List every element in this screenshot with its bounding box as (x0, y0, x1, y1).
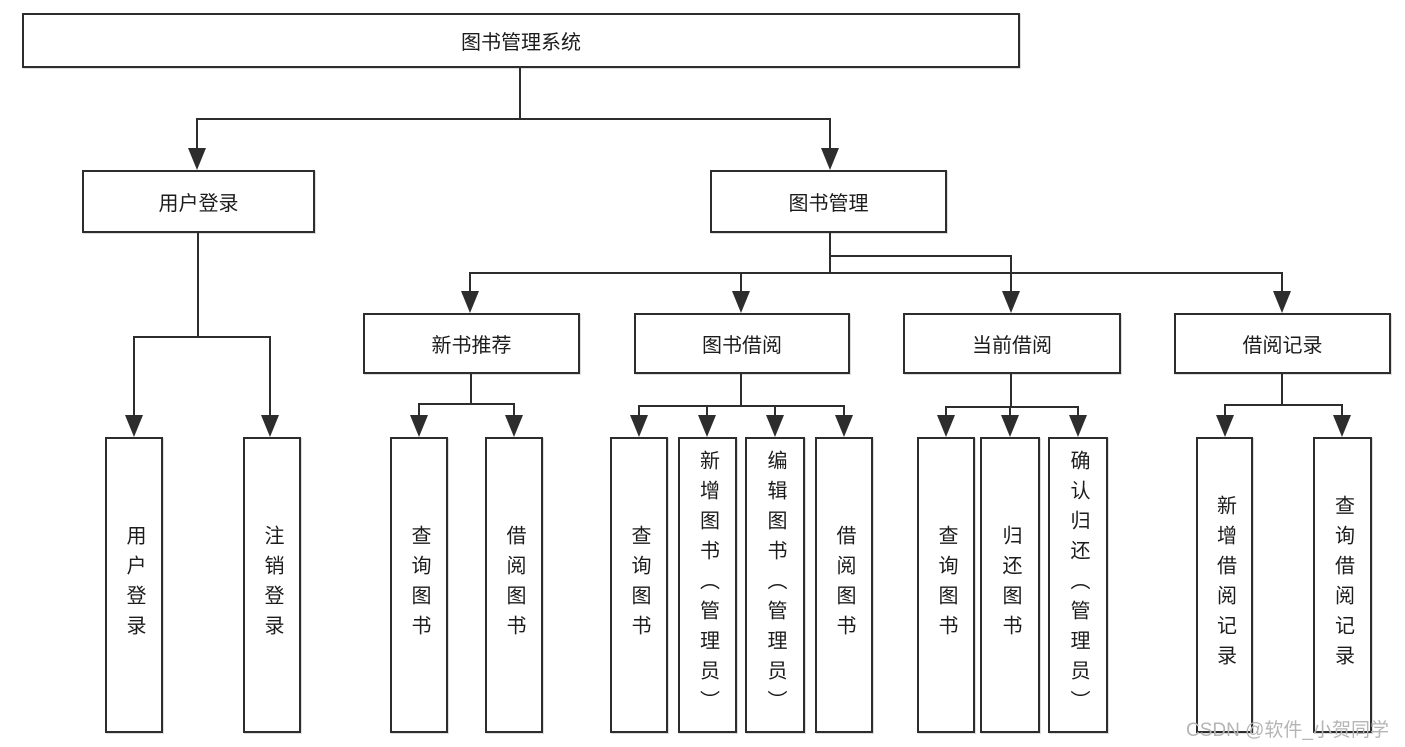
connector-line (519, 68, 521, 118)
connector-line (706, 405, 708, 418)
leaf-logout: 注销登录 (243, 437, 301, 733)
connector-line (740, 374, 742, 406)
node-label: 用户登录 (123, 525, 145, 645)
connector-line (469, 272, 1283, 274)
leaf-borrow-books: 借阅图书 (815, 437, 873, 733)
node-label: 图书借阅 (702, 335, 782, 357)
connector-line (843, 405, 845, 418)
leaf-return-book: 归还图书 (980, 437, 1040, 733)
node-label: 注销登录 (261, 525, 283, 645)
node-new-book-recommend: 新书推荐 (363, 313, 580, 374)
node-label: 当前借阅 (972, 335, 1052, 357)
connector-line (638, 405, 845, 407)
node-user-login: 用户登录 (82, 170, 315, 233)
node-label: 确认归还（管理员） (1067, 450, 1089, 720)
connector-line (829, 255, 1011, 257)
leaf-add-borrow-record: 新增借阅记录 (1196, 437, 1253, 733)
connector-line (470, 374, 472, 404)
node-borrowing-records: 借阅记录 (1174, 313, 1391, 374)
node-label: 归还图书 (999, 525, 1021, 645)
connector-line (1224, 404, 1226, 418)
arrowhead-down-icon (766, 415, 784, 437)
node-label: 查询图书 (408, 525, 430, 645)
leaf-borrow-books-recommend: 借阅图书 (485, 437, 543, 733)
connector-line (1009, 406, 1011, 418)
node-label: 图书管理系统 (461, 32, 581, 54)
connector-line (197, 233, 199, 336)
leaf-query-books-current: 查询图书 (917, 437, 975, 733)
node-book-borrowing: 图书借阅 (634, 313, 850, 374)
arrowhead-down-icon (1273, 291, 1291, 313)
connector-line (1281, 272, 1283, 294)
node-label: 借阅记录 (1242, 335, 1323, 357)
arrowhead-down-icon (821, 148, 839, 170)
arrowhead-down-icon (410, 415, 428, 437)
node-label: 新书推荐 (431, 335, 512, 357)
connector-line (774, 405, 776, 418)
arrowhead-down-icon (261, 415, 279, 437)
node-label: 用户登录 (158, 193, 239, 215)
connector-line (945, 406, 1079, 408)
connector-line (1010, 374, 1012, 407)
connector-line (418, 403, 420, 418)
node-label: 查询图书 (935, 525, 957, 645)
arrowhead-down-icon (505, 415, 523, 437)
connector-line (1281, 374, 1283, 405)
node-label: 新增借阅记录 (1213, 495, 1236, 675)
node-label: 图书管理 (788, 193, 869, 215)
connector-line (829, 118, 831, 150)
connector-line (740, 272, 742, 294)
connector-line (133, 336, 271, 338)
node-current-borrowing: 当前借阅 (903, 313, 1121, 374)
connector-line (829, 233, 831, 274)
arrowhead-down-icon (188, 148, 206, 170)
arrowhead-down-icon (1001, 415, 1019, 437)
arrowhead-down-icon (1002, 291, 1020, 313)
arrowhead-down-icon (630, 415, 648, 437)
leaf-query-books-borrowing: 查询图书 (610, 437, 668, 733)
connector-line (1010, 255, 1012, 294)
arrowhead-down-icon (1333, 415, 1351, 437)
arrowhead-down-icon (937, 415, 955, 437)
connector-line (196, 118, 831, 120)
connector-line (1224, 404, 1343, 406)
node-book-management: 图书管理 (710, 170, 947, 233)
node-root-library-system: 图书管理系统 (22, 13, 1020, 68)
node-label: 编辑图书（管理员） (764, 450, 786, 720)
arrowhead-down-icon (1216, 415, 1234, 437)
leaf-confirm-return-admin: 确认归还（管理员） (1048, 437, 1108, 733)
connector-line (133, 336, 135, 418)
arrowhead-down-icon (835, 415, 853, 437)
connector-line (945, 406, 947, 418)
connector-line (638, 405, 640, 418)
connector-line (418, 403, 515, 405)
leaf-edit-book-admin: 编辑图书（管理员） (745, 437, 805, 733)
arrowhead-down-icon (125, 415, 143, 437)
connector-line (1341, 404, 1343, 418)
arrowhead-down-icon (732, 291, 750, 313)
arrowhead-down-icon (461, 291, 479, 313)
connector-line (1077, 406, 1079, 418)
connector-line (196, 118, 198, 150)
node-label: 新增图书（管理员） (696, 450, 719, 720)
node-label: 借阅图书 (503, 525, 525, 645)
node-label: 查询借阅记录 (1331, 495, 1354, 675)
leaf-query-books-recommend: 查询图书 (390, 437, 448, 733)
connector-line (469, 272, 471, 294)
leaf-query-borrow-record: 查询借阅记录 (1313, 437, 1372, 733)
node-label: 借阅图书 (833, 525, 855, 645)
connector-line (513, 403, 515, 418)
node-label: 查询图书 (628, 525, 650, 645)
arrowhead-down-icon (1069, 415, 1087, 437)
csdn-watermark: CSDN @软件_小贺同学 (1186, 720, 1389, 741)
connector-line (269, 336, 271, 418)
arrowhead-down-icon (698, 415, 716, 437)
leaf-add-book-admin: 新增图书（管理员） (678, 437, 737, 733)
leaf-user-login: 用户登录 (105, 437, 163, 733)
